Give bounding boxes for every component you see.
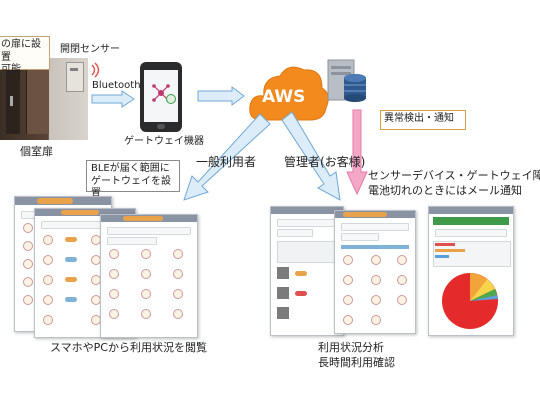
admin-label: 管理者(お客様) (284, 155, 366, 169)
database-icon (327, 59, 366, 102)
ble-callout: BLEが届く範囲に ゲートウェイを設置 (86, 160, 180, 199)
admin-screen-left (270, 206, 344, 336)
gateway-device (140, 62, 182, 132)
door-caption: 個室扉 (20, 145, 53, 158)
admin-screen-chart (428, 206, 514, 336)
ble-callout-line1: BLEが届く範囲に (91, 163, 170, 174)
sensor-device (66, 62, 84, 92)
notice-line2: 電池切れのときにはメール通知 (368, 184, 522, 197)
signal-icon (91, 62, 100, 78)
bluetooth-label: Bluetooth (92, 80, 141, 91)
alert-label: 異常検出・通知 (384, 113, 454, 124)
general-user-label: 一般利用者 (196, 155, 257, 169)
gateway-to-cloud-arrow (197, 86, 245, 106)
pc-screen-front (100, 214, 198, 338)
gateway-caption: ゲートウェイ機器 (124, 136, 204, 147)
aws-cloud (249, 66, 329, 121)
door-note: の扉に設置 可能 (0, 36, 50, 75)
phone-pc-caption: スマホやPCから利用状況を閲覧 (50, 341, 207, 354)
door-note-line1: の扉に設置 (1, 39, 41, 63)
alert-callout: 異常検出・通知 (380, 110, 466, 130)
general-user-arrow (183, 113, 271, 201)
bluetooth-arrow (91, 90, 135, 108)
ble-callout-line2: ゲートウェイを設置 (91, 175, 171, 200)
analysis-caption-line2: 長時間利用確認 (318, 356, 395, 369)
notice-line1: センサーデバイス・ゲートウェイ障害時 (368, 169, 540, 182)
aws-label: AWS (262, 87, 306, 107)
magnifier-icon (166, 94, 176, 104)
pie-chart-icon (442, 273, 498, 329)
door-note-line2: 可能 (1, 64, 21, 75)
admin-screen-middle (334, 210, 416, 334)
analysis-caption-line1: 利用状況分析 (318, 341, 384, 354)
alert-arrow (346, 109, 368, 196)
admin-arrow (281, 111, 341, 201)
sensor-label: 開閉センサー (60, 44, 120, 55)
